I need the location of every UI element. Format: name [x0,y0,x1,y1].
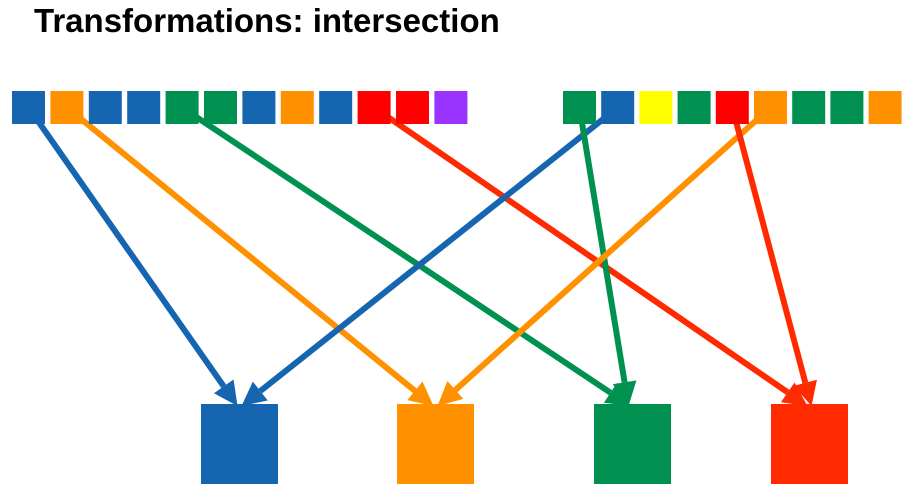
arrow-right-orange [437,105,773,406]
left-item-red [357,91,391,124]
arrow-left-result_red [372,105,808,406]
left-item-blue [242,91,276,124]
arrow-right-result_red [729,106,817,406]
left-item-red [396,91,429,124]
right-item-red [715,91,749,124]
result-set [201,404,848,484]
right-item-yellow [639,91,673,124]
left-item-green [165,91,199,124]
left-item-blue [12,91,45,124]
right-item-orange [754,91,787,124]
left-item-blue [88,91,122,124]
left-item-blue [127,91,161,124]
arrow-right-blue [241,105,620,406]
page-title: Transformations: intersection [34,2,500,39]
arrow-right-green [576,107,637,406]
left-item-blue [319,91,353,124]
left-input-set [12,91,468,124]
right-item-green [830,91,864,124]
arrows-layer [26,105,817,406]
left-item-orange [280,91,314,124]
left-item-green [204,91,237,124]
left-item-purple [434,91,468,124]
arrow-left-orange [65,105,434,406]
result-item-orange [397,404,474,484]
right-item-orange [868,91,902,124]
result-item-result_red [771,404,848,484]
arrow-left-green [180,105,631,406]
right-input-set [563,91,902,124]
result-item-green [594,404,671,484]
right-item-green [563,91,596,124]
arrow-left-blue [26,105,238,406]
result-item-blue [201,404,278,484]
right-item-blue [601,91,635,124]
left-item-orange [50,91,84,124]
right-item-green [792,91,826,124]
right-item-green [677,91,711,124]
